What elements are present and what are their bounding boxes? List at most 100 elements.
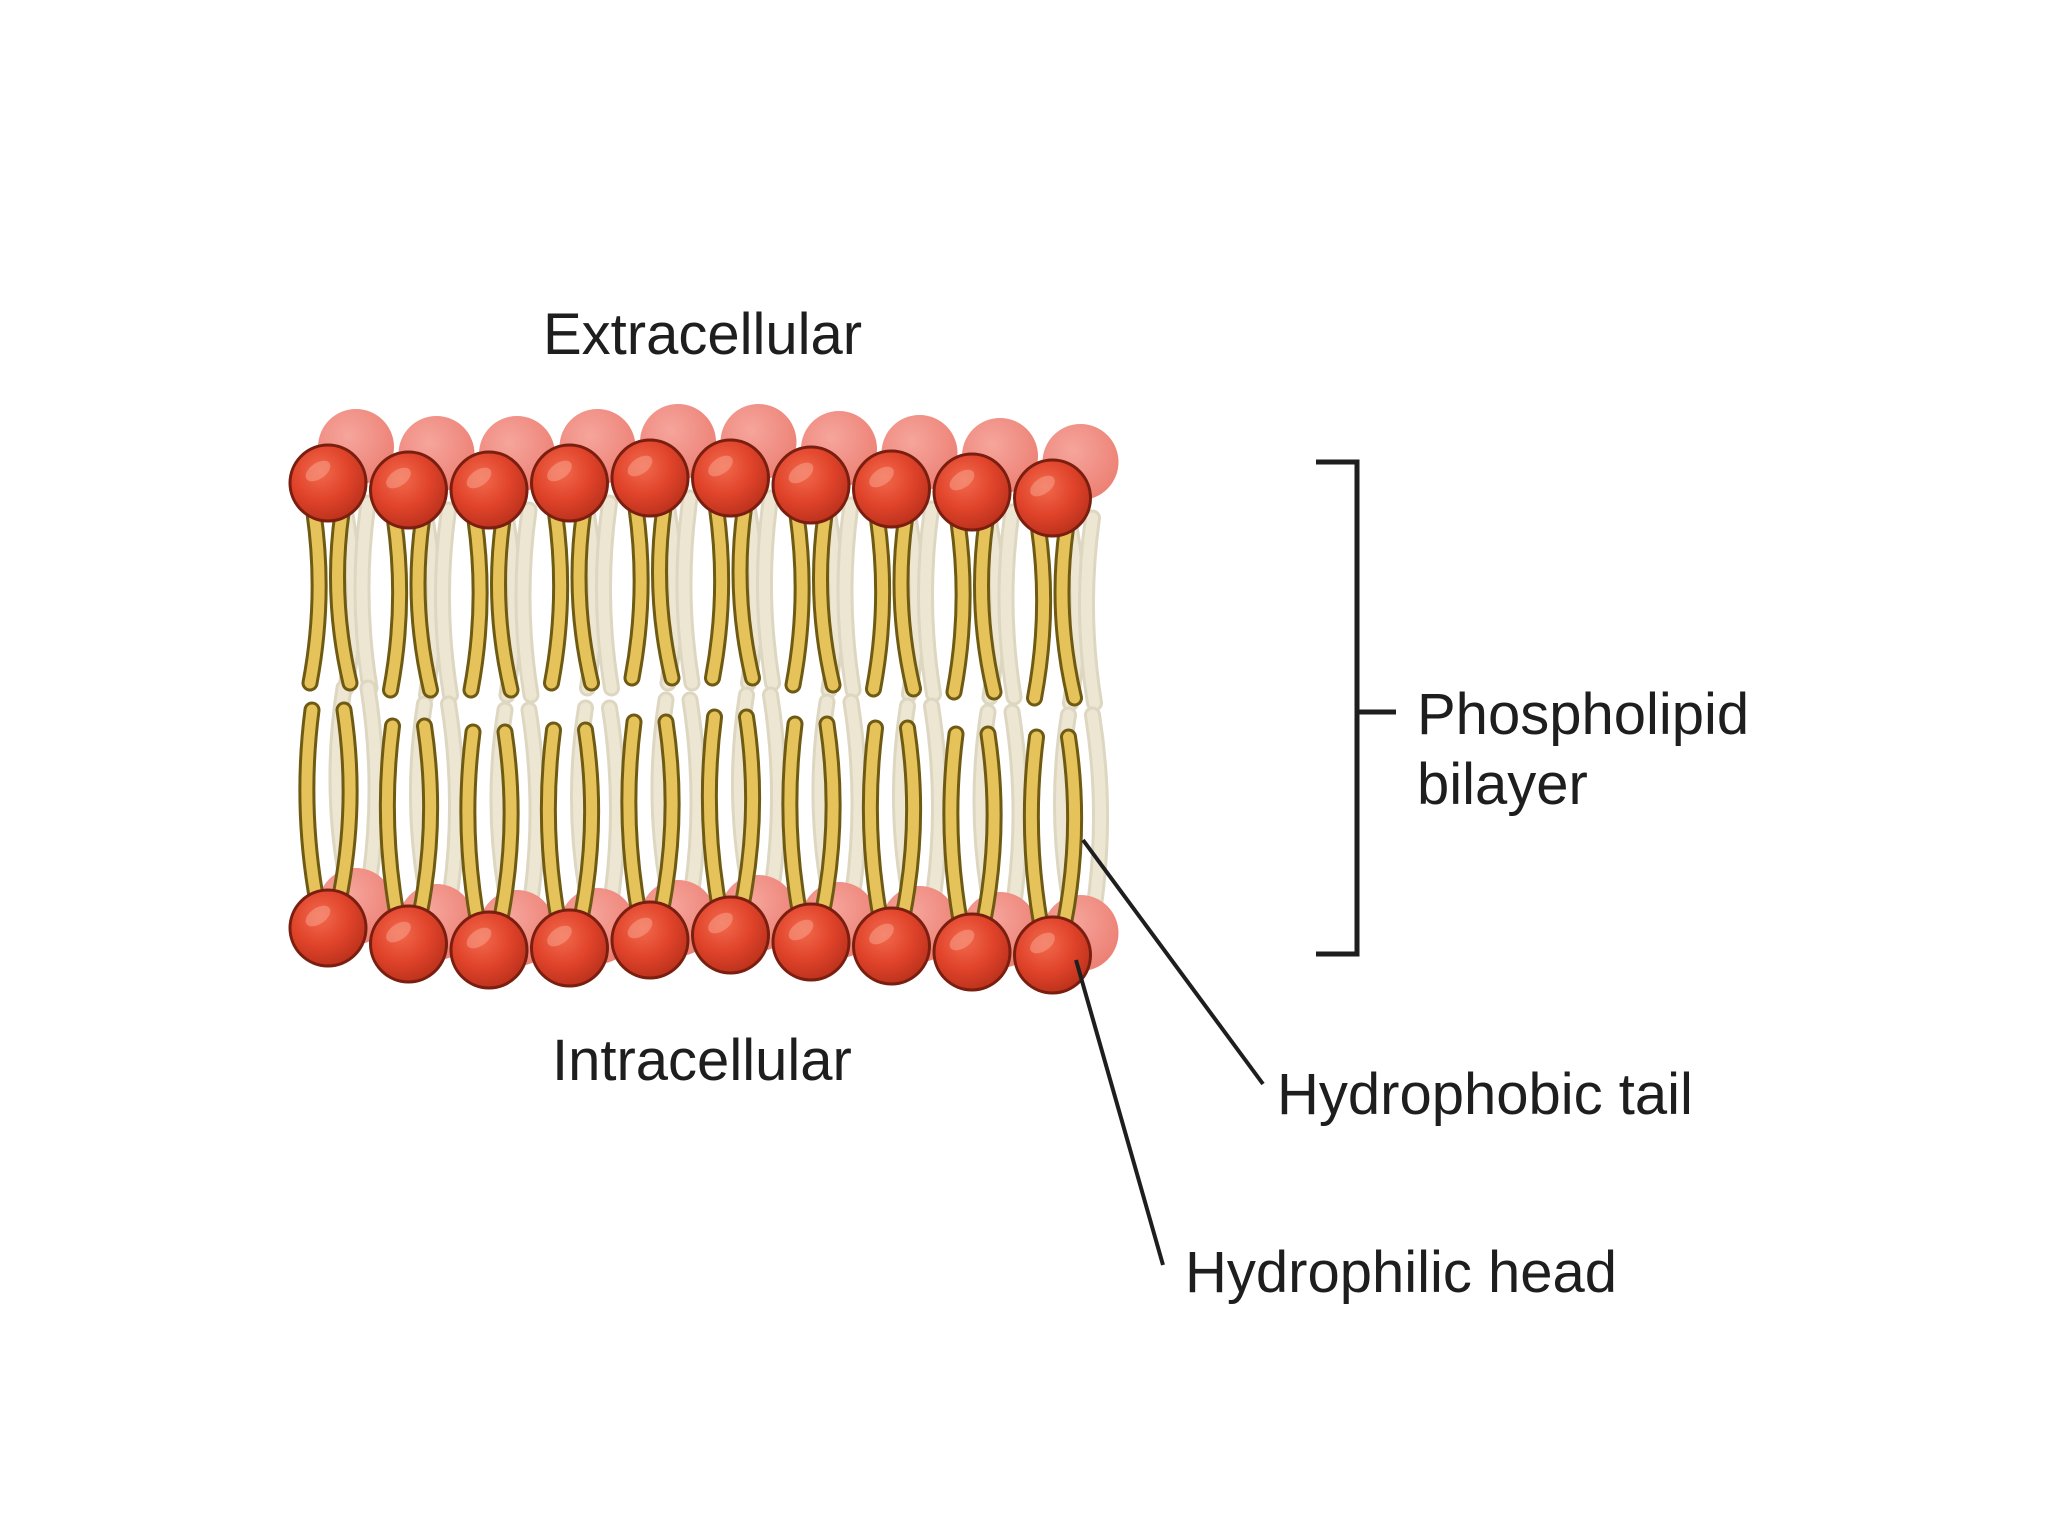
head-highlight	[1030, 475, 1055, 497]
back-tail	[678, 492, 698, 689]
intracellular-label: Intracellular	[552, 1028, 852, 1093]
tail-pointer-line	[1081, 838, 1265, 1086]
hydrophilic-head	[530, 443, 609, 523]
hydrophobic-tail	[415, 720, 437, 918]
head-highlight	[627, 917, 653, 939]
head-highlight	[869, 923, 894, 945]
hydrophilic-head	[449, 450, 529, 530]
head-highlight	[386, 921, 411, 943]
hydrophobic-tail	[332, 507, 356, 689]
hydrophobic-tail	[1059, 731, 1081, 929]
hydrophobic-tail-label: Hydrophobic tail	[1277, 1062, 1693, 1127]
head-highlight	[708, 912, 733, 934]
hydrophilic-head	[610, 900, 690, 980]
hydrophobic-tail	[493, 514, 517, 696]
hydrophobic-tail	[1025, 731, 1046, 929]
back-tail	[839, 499, 859, 696]
back-tail	[758, 492, 778, 689]
hydrophobic-tail	[784, 718, 805, 916]
hydrophobic-tail	[895, 513, 919, 695]
hydrophobic-tail	[978, 728, 1000, 926]
back-tail	[919, 503, 939, 700]
head-highlight	[1030, 932, 1055, 954]
head-highlight	[466, 467, 492, 489]
head-highlight	[386, 467, 411, 489]
hydrophobic-tail	[576, 724, 598, 922]
hydrophobic-tail	[945, 728, 966, 926]
bilayer-label-line2: bilayer	[1417, 752, 1588, 817]
bilayer-label-line1: Phospholipid	[1417, 682, 1750, 747]
hydrophobic-tail	[868, 513, 889, 695]
hydrophilic-head	[771, 445, 851, 525]
head-highlight	[949, 929, 975, 951]
hydrophilic-head	[932, 452, 1012, 532]
hydrophobic-tail	[623, 716, 644, 914]
hydrophilic-head	[691, 895, 770, 975]
hydrophilic-head	[852, 906, 931, 986]
head-pointer-line	[1074, 959, 1165, 1266]
hydrophilic-head	[932, 912, 1012, 992]
head-highlight	[305, 460, 331, 482]
front-layer-tails	[298, 499, 1084, 932]
hydrophobic-tail	[815, 509, 839, 691]
hydrophobic-tail	[334, 704, 356, 902]
head-highlight	[627, 455, 653, 477]
hydrophobic-tail	[301, 704, 322, 902]
hydrophilic-head	[288, 888, 368, 968]
hydrophobic-tail	[542, 724, 563, 922]
head-highlight	[788, 462, 814, 484]
back-tail	[436, 504, 456, 701]
head-highlight	[547, 925, 572, 947]
hydrophilic-head	[288, 443, 368, 523]
back-tail	[523, 704, 543, 906]
hydrophilic-head	[530, 908, 609, 988]
hydrophobic-tail	[546, 507, 567, 689]
hydrophilic-head	[1013, 458, 1092, 538]
back-tail	[597, 497, 617, 694]
head-highlight	[466, 927, 492, 949]
hydrophobic-tail	[654, 502, 678, 684]
hydrophobic-tail	[1056, 522, 1080, 704]
hydrophobic-tail	[573, 507, 597, 689]
hydrophilic-head-label: Hydrophilic head	[1185, 1240, 1618, 1305]
hydrophilic-head	[449, 910, 529, 990]
hydrophobic-tail	[864, 722, 885, 920]
hydrophilic-head	[852, 449, 931, 529]
annotation-lines	[1074, 459, 1396, 1266]
hydrophobic-tail	[304, 507, 325, 689]
hydrophobic-tail	[737, 711, 759, 909]
hydrophobic-tail	[948, 516, 969, 698]
back-tail	[926, 700, 945, 902]
hydrophobic-tail	[787, 509, 808, 691]
back-tail	[517, 504, 537, 701]
head-highlight	[708, 455, 733, 477]
extracellular-label: Extracellular	[543, 302, 863, 367]
hydrophobic-tail	[817, 718, 839, 916]
phospholipid-bilayer-label: Phospholipid bilayer	[1417, 680, 1749, 820]
back-tail	[1087, 709, 1106, 911]
hydrophilic-head	[610, 438, 690, 518]
hydrophilic-head	[1013, 915, 1092, 995]
hydrophobic-tail	[898, 722, 920, 920]
hydrophobic-tail	[385, 514, 406, 696]
back-tail	[1000, 506, 1020, 703]
hydrophobic-tail	[656, 716, 678, 914]
head-highlight	[788, 919, 814, 941]
head-highlight	[949, 469, 975, 491]
hydrophobic-tail	[703, 711, 724, 909]
hydrophobic-tail	[1029, 522, 1050, 704]
back-tail	[765, 689, 784, 891]
back-tail	[443, 698, 462, 900]
hydrophilic-head	[691, 438, 770, 518]
front-layer-heads	[288, 438, 1092, 995]
head-highlight	[305, 905, 331, 927]
back-tail	[604, 702, 623, 904]
head-highlight	[547, 460, 572, 482]
bilayer-bracket	[1316, 459, 1396, 957]
hydrophobic-tail	[412, 514, 436, 696]
hydrophobic-tail	[465, 514, 486, 696]
head-highlight	[869, 466, 894, 488]
hydrophobic-tail	[462, 726, 483, 924]
